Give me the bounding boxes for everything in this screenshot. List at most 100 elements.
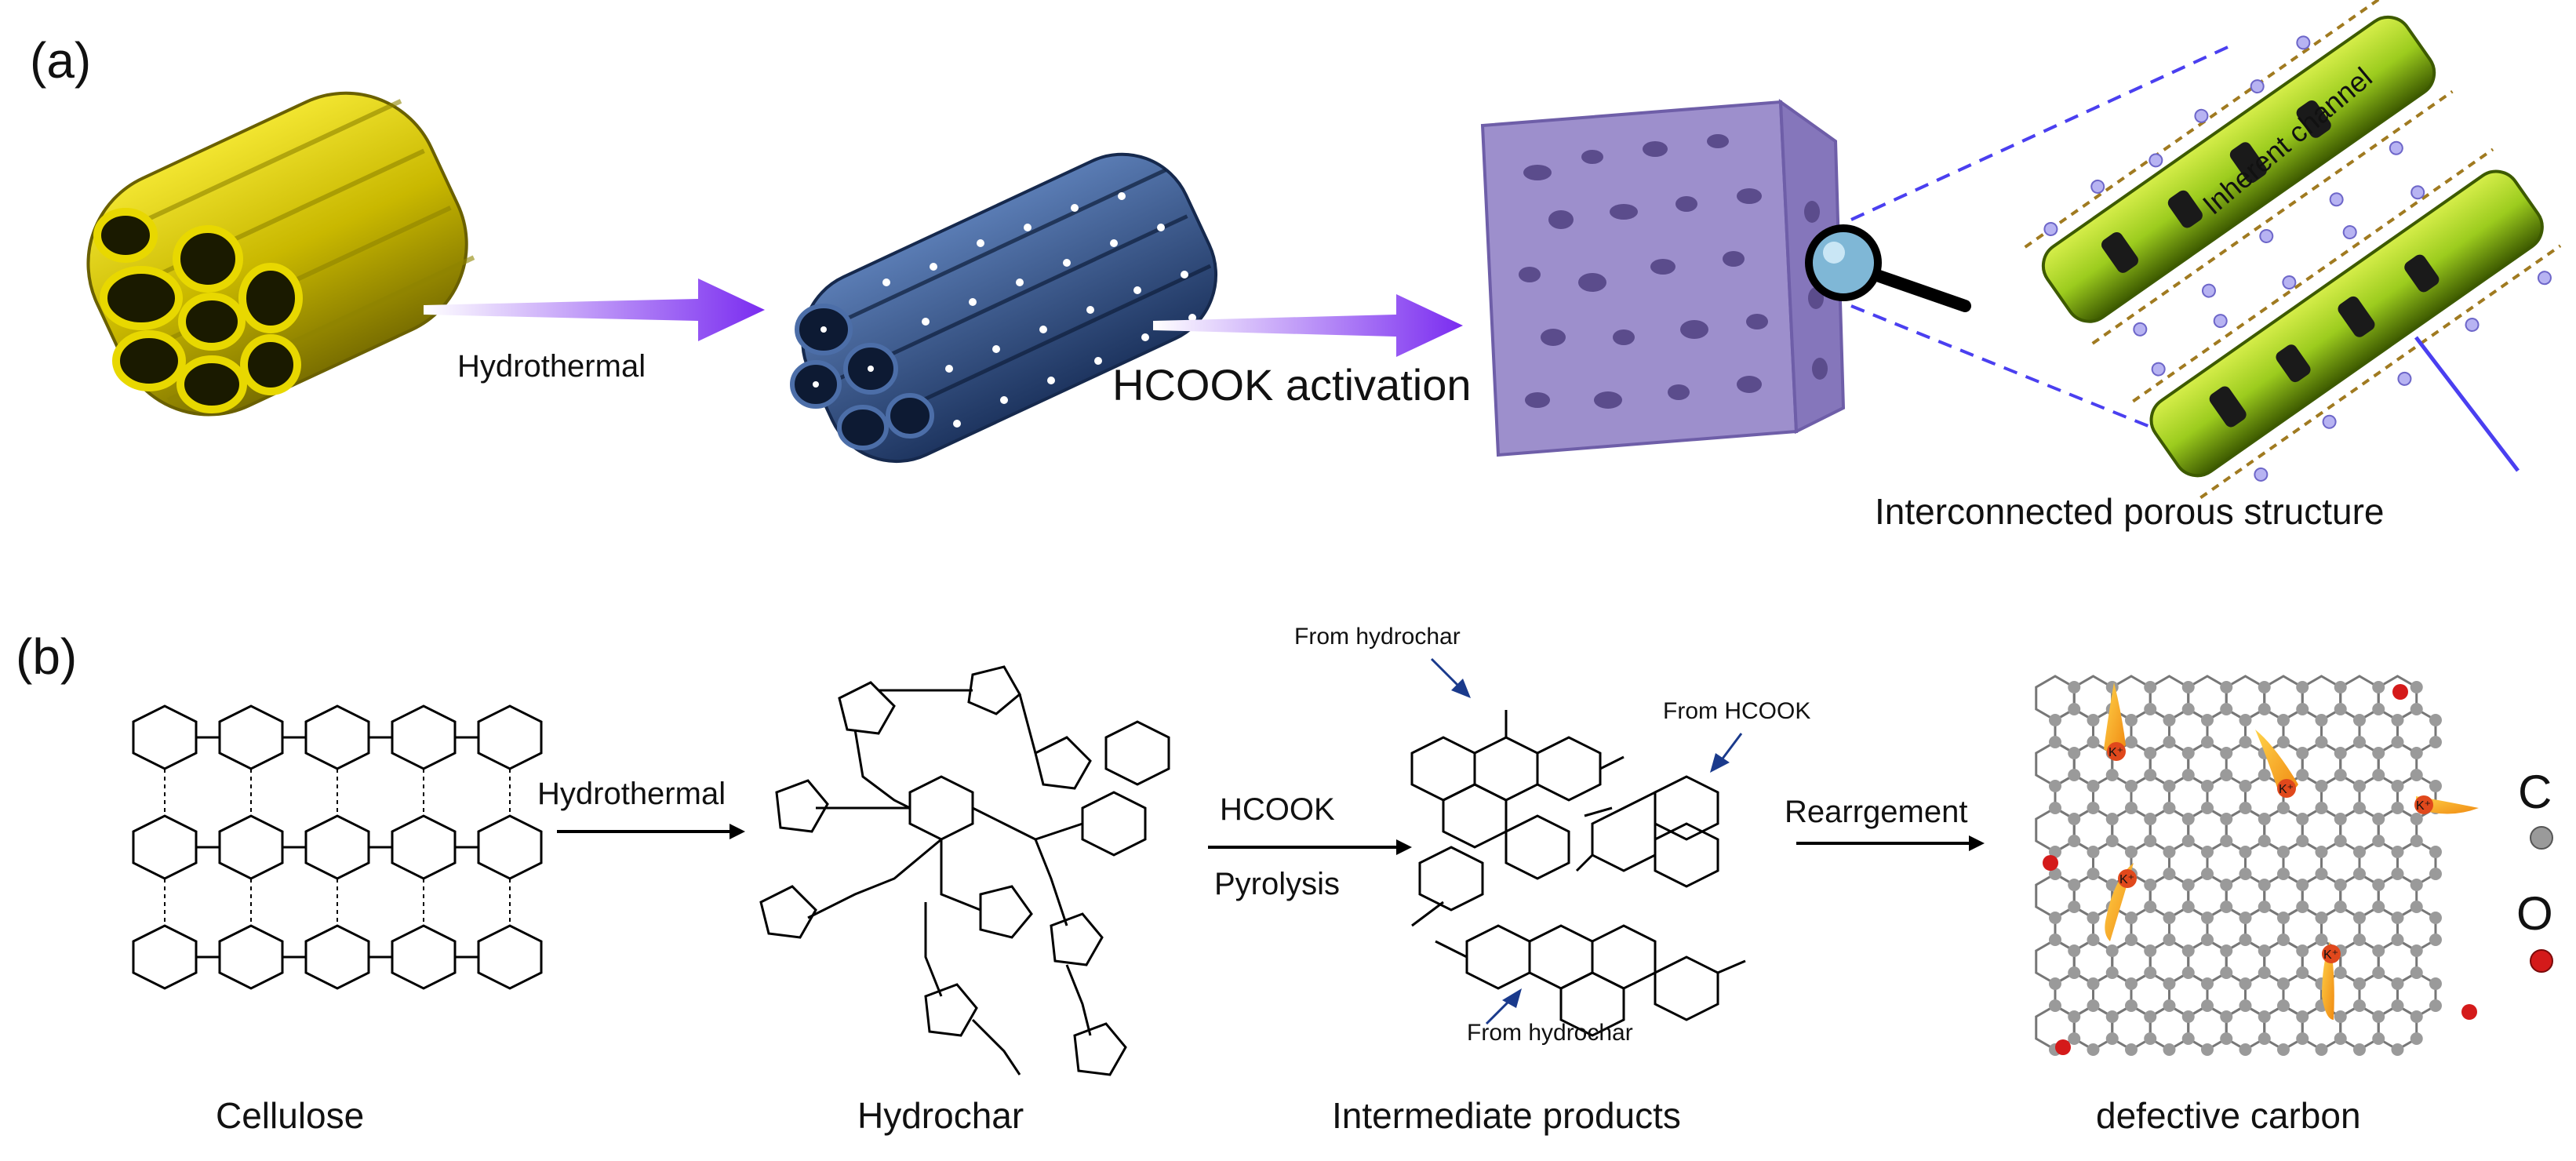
carbon-atom [2068,879,2081,891]
intermediate-products-caption: Intermediate products [1332,1095,1681,1136]
carbon-atom [2144,703,2157,715]
carbon-atom [2372,1032,2385,1045]
carbon-atom [2258,901,2271,913]
carbon-atom [2239,846,2252,858]
pyrolysis-step-label: Pyrolysis [1214,867,1341,901]
carbon-atom [2372,1010,2385,1023]
carbon-atom [2163,977,2176,990]
carbon-atom [2276,714,2290,726]
carbon-atom [2296,681,2309,693]
carbon-atom [2239,868,2252,880]
carbon-atom [2181,1010,2195,1023]
carbon-atom [2124,714,2138,726]
carbon-atom [2372,966,2385,979]
carbon-atom [2276,934,2290,946]
carbon-atom [2258,835,2271,847]
carbon-atom [2200,999,2214,1012]
carbon-atom [2315,1043,2328,1056]
carbon-atom [2410,681,2423,693]
cellulose-fiber-bundle-illustration [86,91,475,417]
k-label-5: K⁺ [2323,948,2338,962]
carbon-atom [2296,879,2309,891]
carbon-atom [2429,912,2442,924]
cellulose-structure-diagram [132,704,543,990]
oxygen-atom [2043,855,2058,871]
carbon-atom [2239,977,2252,990]
carbon-atom [2181,703,2195,715]
arrow-b2 [1208,839,1412,855]
carbon-atom [2239,736,2252,748]
rearrgement-step-label: Rearrgement [1785,795,1968,829]
carbon-atom [2068,747,2081,759]
arrow-hcook-activation [1153,294,1463,357]
carbon-atom [2429,934,2442,946]
carbon-atom [2087,999,2100,1012]
carbon-atom [2315,780,2328,792]
carbon-atom [2258,966,2271,979]
carbon-atom [2049,934,2061,946]
inherent-channel-zoom-illustration [2024,0,2562,500]
carbon-atom [2315,868,2328,880]
carbon-atom [2049,780,2061,792]
annotation-from-hydrochar-bottom: From hydrochar [1467,1020,1633,1046]
annotation-arrow-bottom [1485,988,1522,1025]
carbon-atom [2181,901,2195,913]
carbon-atom [2144,835,2157,847]
carbon-atom [2296,769,2309,781]
carbon-atom [2124,846,2138,858]
carbon-atom [2124,912,2138,924]
carbon-atom [2372,769,2385,781]
carbon-atom [2105,1032,2119,1045]
carbon-atom [2181,879,2195,891]
carbon-atom [2105,966,2119,979]
carbon-atom [2220,813,2233,825]
magnifier-icon [1805,224,1971,312]
hcook-activation-label: HCOOK activation [1112,360,1472,409]
annotation-arrow-right [1710,733,1743,773]
carbon-atom [2124,999,2138,1012]
carbon-atom [2105,944,2119,957]
carbon-atom [2352,868,2366,880]
carbon-atom [2163,912,2176,924]
carbon-atom [2258,1010,2271,1023]
carbon-atom [2315,802,2328,814]
carbon-atom [2352,934,2366,946]
carbon-atom [2144,879,2157,891]
hydrochar-structure-diagram [759,665,1170,1076]
k-label-1: K⁺ [2108,746,2123,759]
carbon-atom [2068,944,2081,957]
carbon-atom [2163,780,2176,792]
carbon-atom [2087,736,2100,748]
cellulose-caption: Cellulose [216,1095,365,1136]
carbon-atom [2144,747,2157,759]
carbon-atom [2315,934,2328,946]
carbon-atom [2352,802,2366,814]
carbon-atom [2144,681,2157,693]
carbon-atom [2220,879,2233,891]
carbon-atom [2334,747,2347,759]
panel-a-label: (a) [30,32,92,89]
carbon-atom [2087,977,2100,990]
carbon-atom [2258,703,2271,715]
carbon-atom [2239,934,2252,946]
carbon-atom [2372,703,2385,715]
carbon-atom [2220,769,2233,781]
carbon-atom [2200,977,2214,990]
hydrothermal-step-label: Hydrothermal [537,777,726,811]
carbon-atom [2391,846,2404,858]
carbon-atom [2429,780,2442,792]
legend-carbon-atom [2530,826,2553,850]
carbon-atom [2410,1032,2423,1045]
carbon-atom [2181,1032,2195,1045]
carbon-atom [2181,966,2195,979]
carbon-atom [2163,846,2176,858]
carbon-atom [2087,868,2100,880]
carbon-atom [2258,944,2271,957]
hydrochar-caption: Hydrochar [857,1095,1024,1136]
carbon-atom [2334,879,2347,891]
carbon-atom [2049,736,2061,748]
carbon-atom [2296,966,2309,979]
hydrochar-tube-illustration [790,152,1218,464]
carbon-atom [2372,747,2385,759]
carbon-atom [2220,681,2233,693]
